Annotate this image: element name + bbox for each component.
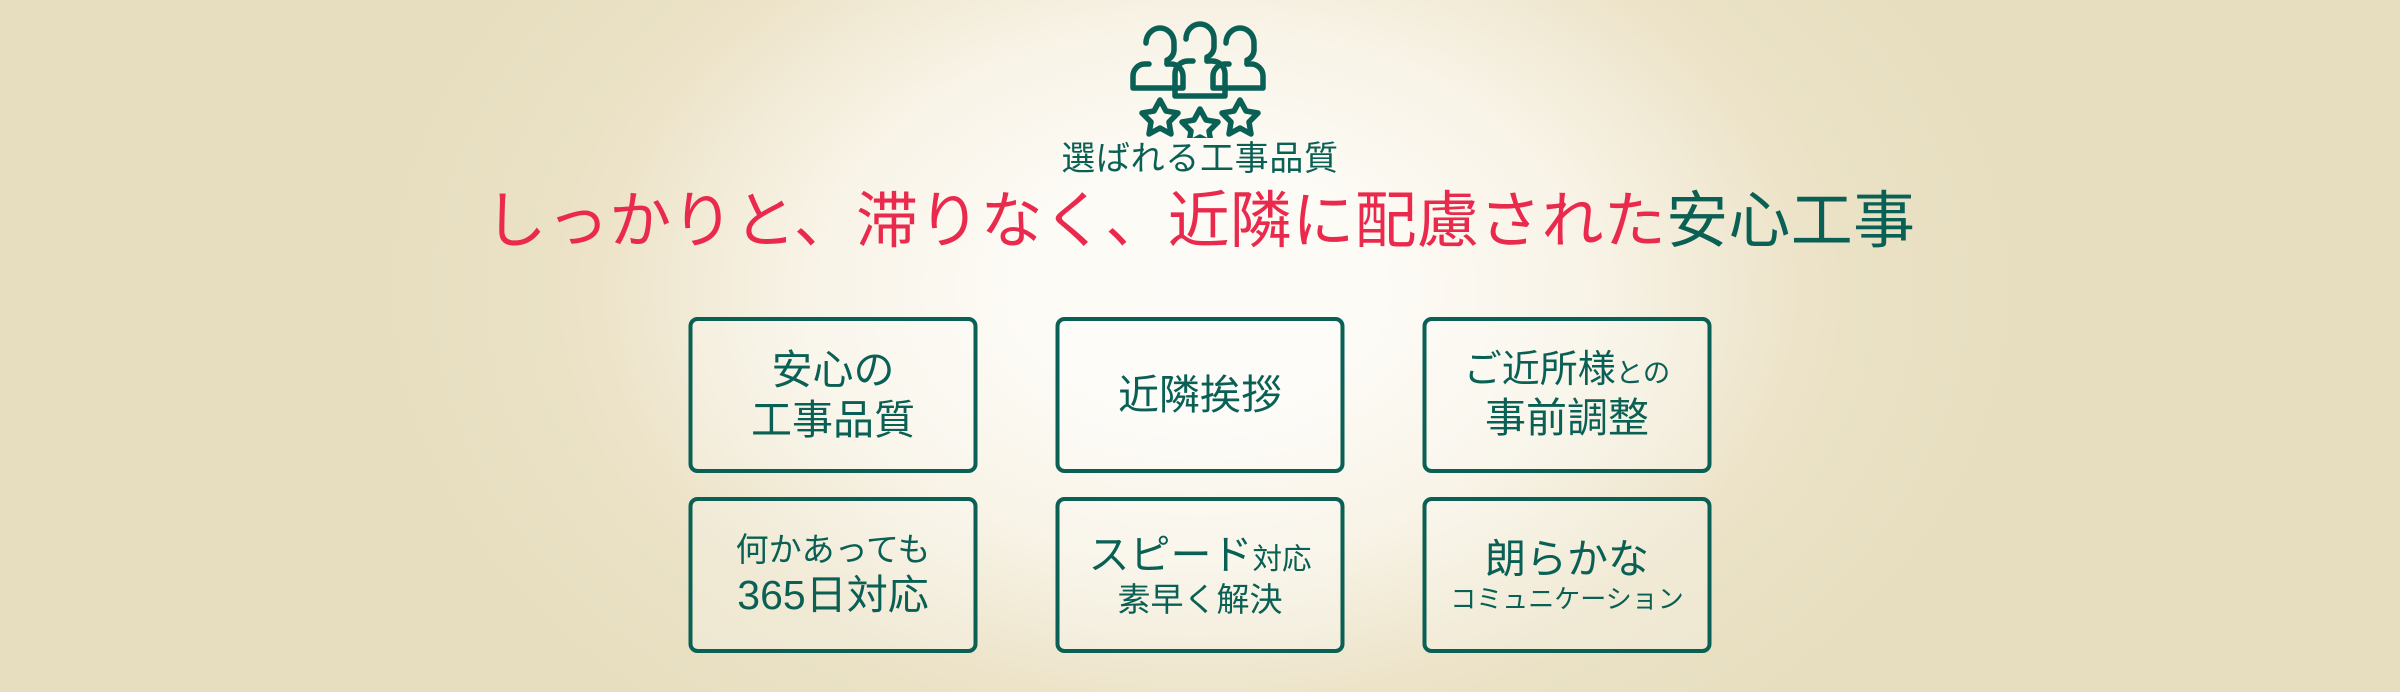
feature-card-line-2: 工事品質	[751, 397, 915, 443]
feature-card-line-1: ご近所様との	[1464, 347, 1670, 393]
feature-card-line-1-main: スピード	[1088, 531, 1253, 578]
feature-card-365nichi-taio[interactable]: 何かあっても 365日対応	[688, 497, 978, 653]
feature-card-line-1-suffix: との	[1615, 356, 1671, 388]
feature-card-line-2: コミュニケーション	[1450, 584, 1684, 615]
banner-headline: しっかりと、滞りなく、近隣に配慮された安心工事	[485, 185, 1916, 258]
three-people-three-stars-icon	[1120, 8, 1280, 146]
headline-red-part: しっかりと、滞りなく、近隣に配慮された	[484, 187, 1667, 257]
feature-card-kinrin-aisatsu[interactable]: 近隣挨拶	[1055, 317, 1345, 473]
feature-card-line-1: 近隣挨拶	[1118, 371, 1282, 418]
feature-card-anshin-koji-hinshitsu[interactable]: 安心の 工事品質	[688, 317, 978, 473]
banner-header: 選ばれる工事品質 しっかりと、滞りなく、近隣に配慮された安心工事	[0, 0, 2400, 258]
feature-card-hogaraka-communication[interactable]: 朗らかな コミュニケーション	[1422, 497, 1712, 653]
feature-card-gokinjosama-jizen-chosei[interactable]: ご近所様との 事前調整	[1422, 317, 1712, 473]
feature-card-grid: 安心の 工事品質 近隣挨拶 ご近所様との 事前調整 何かあっても 365日対応 …	[688, 317, 1712, 653]
banner-subtitle: 選ばれる工事品質	[1061, 140, 1339, 178]
feature-card-speed-taio[interactable]: スピード対応 素早く解決	[1055, 497, 1345, 653]
feature-card-line-1: 朗らかな	[1485, 536, 1649, 583]
feature-card-line-2: 365日対応	[737, 572, 929, 619]
feature-card-line-1: 安心の	[771, 346, 895, 393]
feature-card-line-2: 素早く解決	[1117, 580, 1283, 618]
feature-card-line-1-suffix: 対応	[1252, 542, 1312, 576]
feature-card-line-2: 事前調整	[1485, 395, 1649, 442]
feature-card-line-1: 何かあっても	[735, 530, 931, 568]
feature-card-line-1-main: ご近所様	[1463, 348, 1616, 391]
feature-card-line-1: スピード対応	[1088, 530, 1311, 580]
headline-teal-part: 安心工事	[1666, 187, 1916, 257]
